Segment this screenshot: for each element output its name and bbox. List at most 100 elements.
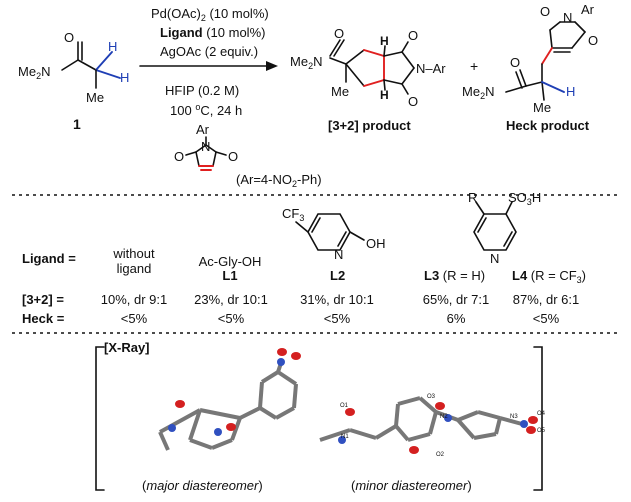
temp-pre: 100 [170, 103, 196, 118]
col-3-code-wrap: L3 (R = H) [424, 268, 485, 283]
product-32-structure [329, 39, 415, 95]
substrate-number: 1 [73, 116, 81, 132]
col-4-code-wrap: L4 (R = CF3) [512, 268, 586, 285]
heck-o2-label: O [588, 33, 599, 48]
heck-product-structure [505, 21, 586, 101]
col-0-line1: without [113, 246, 155, 261]
sub-text: 2 [308, 61, 314, 71]
cell-heck-4: <5% [532, 311, 560, 326]
n-text: N [41, 64, 51, 79]
maleimide-reagent-structure [185, 136, 227, 171]
xray-minor-structure [319, 396, 538, 454]
row-32-label: [3+2] = [22, 292, 64, 307]
cat-text: Pd(OAc) [151, 6, 201, 21]
col-4-note: (R = CF [527, 268, 577, 283]
aryl-definition: (Ar=4-NO2-Ph) [236, 172, 322, 189]
maleimide-n-label: N [201, 139, 211, 154]
cell-32-2: 31%, dr 10:1 [300, 292, 374, 307]
so-h: H [531, 190, 542, 205]
xray-atom-o3: O3 [427, 394, 436, 400]
xray-major-caption: (major diastereomer) [142, 478, 263, 493]
maleimide-o2-label: O [228, 149, 239, 164]
plus-sign: + [470, 58, 479, 74]
substrate-1-structure [61, 41, 121, 89]
col-3-note: (R = H) [439, 268, 486, 283]
p32-o-top-label: O [408, 28, 419, 43]
col-1-code: L1 [222, 268, 238, 283]
me-text: Me [290, 54, 309, 69]
condition-ligand: Ligand (10 mol%) [160, 25, 265, 40]
row-heck-label: Heck = [22, 311, 65, 326]
heck-n-label: N [563, 10, 573, 25]
l3-r-label: R [468, 190, 478, 205]
aryl-sub: 2 [291, 179, 297, 189]
col-0-name: without ligand [104, 246, 164, 276]
xray-atom-o5: O5 [537, 428, 546, 434]
maleimide-ar-label: Ar [196, 122, 209, 137]
cf-sub: 3 [299, 213, 305, 223]
l3-so3h-label: SO3H [508, 190, 541, 207]
sub-text: 2 [36, 71, 42, 81]
temp-suf: C, 24 h [200, 103, 243, 118]
substrate-h1-label: H [108, 39, 118, 54]
paren-open: ( [351, 478, 356, 493]
ligand-load: (10 mol%) [202, 25, 266, 40]
l2-oh-label: OH [366, 236, 386, 251]
paren-close: ) [258, 478, 263, 493]
ligand-l2-structure [295, 213, 365, 251]
heck-o3-label: O [510, 55, 521, 70]
l2-n-label: N [334, 247, 344, 262]
temp-sup: o [195, 102, 201, 112]
cell-heck-0: <5% [120, 311, 148, 326]
col-1-name: Ac-Gly-OH [198, 254, 262, 269]
condition-catalyst: Pd(OAc)2 (10 mol%) [151, 6, 269, 23]
xray-atom-o4: O4 [537, 411, 546, 417]
p32-nme2-label: Me2N [290, 54, 322, 71]
xray-major-structure [158, 348, 301, 451]
cell-32-3: 65%, dr 7:1 [422, 292, 490, 307]
minor-text: minor diastereomer [355, 478, 468, 493]
p32-o-bottom-label: O [408, 94, 419, 109]
cell-heck-1: <5% [217, 311, 245, 326]
condition-temperature: 100 oC, 24 h [170, 102, 242, 118]
p32-nar-label: N–Ar [416, 61, 446, 76]
xray-atom-n2: N2 [440, 414, 448, 420]
substrate-me-label: Me [86, 90, 105, 105]
cell-32-0: 10%, dr 9:1 [100, 292, 168, 307]
reaction-arrow [139, 61, 278, 71]
cell-32-1: 23%, dr 10:1 [194, 292, 268, 307]
heck-h-label: H [566, 84, 576, 99]
xray-brackets [95, 346, 543, 491]
col-3-code: L3 [424, 268, 440, 283]
me-text: Me [18, 64, 37, 79]
maleimide-o1-label: O [174, 149, 185, 164]
cat-sub: 2 [200, 13, 206, 23]
condition-oxidant: AgOAc (2 equiv.) [160, 44, 259, 59]
paren-close: ) [467, 478, 472, 493]
me-text: Me [462, 84, 481, 99]
xray-atom-n3: N3 [510, 414, 518, 420]
condition-solvent: HFIP (0.2 M) [165, 83, 240, 98]
n-text: N [485, 84, 495, 99]
p32-o-label: O [334, 26, 345, 41]
substrate-o-label: O [64, 30, 75, 45]
col-4-code: L4 [512, 268, 528, 283]
sub-text: 2 [480, 91, 486, 101]
cf-text: CF [282, 206, 300, 221]
major-text: major diastereomer [146, 478, 259, 493]
cell-32-4: 87%, dr 6:1 [512, 292, 580, 307]
p32-h-top-label: H [380, 34, 389, 48]
aryl-text: (Ar=4-NO [236, 172, 292, 187]
cell-heck-3: 6% [446, 311, 466, 326]
l3-n-label: N [490, 251, 500, 266]
heck-nme2-label: Me2N [462, 84, 494, 101]
l2-cf3-label: CF3 [282, 206, 304, 223]
cell-heck-2: <5% [323, 311, 351, 326]
so-sub: 3 [526, 197, 532, 207]
so-text: SO [508, 190, 527, 205]
xray-atom-o1: O1 [340, 403, 349, 409]
xray-minor-caption: (minor diastereomer) [351, 478, 472, 493]
n-text: N [313, 54, 323, 69]
substrate-nme2-label: Me2N [18, 64, 50, 81]
